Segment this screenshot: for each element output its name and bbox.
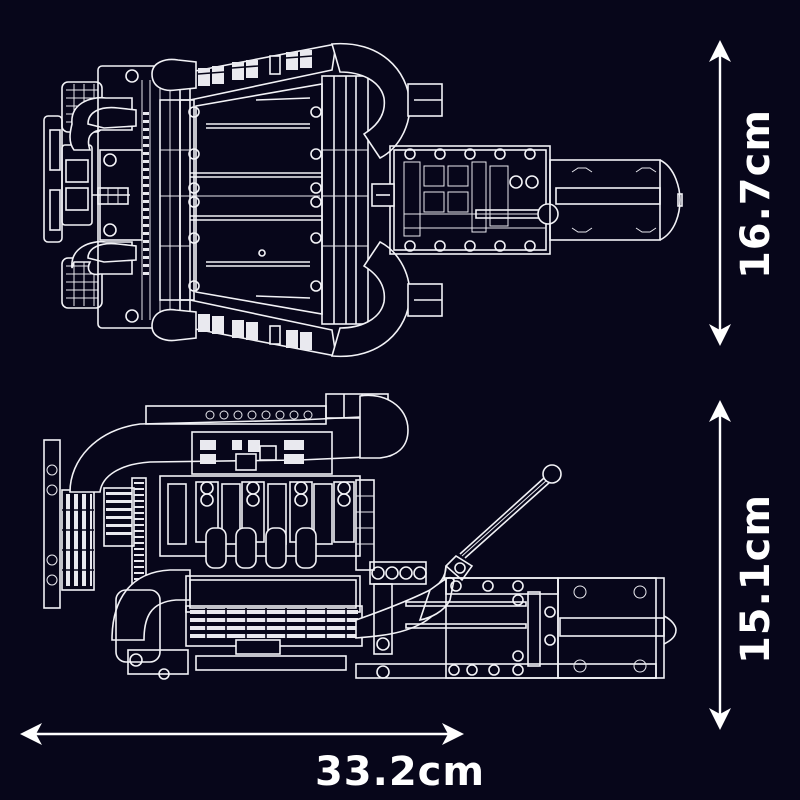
top-view-height-label: 16.7cm — [733, 108, 779, 280]
dimension-arrow-length — [20, 723, 464, 745]
intake-plenum — [179, 83, 323, 315]
cylinder-heads-side — [159, 475, 375, 571]
gearbox-side — [355, 577, 677, 679]
side-view-height-label: 15.1cm — [733, 493, 779, 665]
exhaust-upper — [330, 42, 443, 160]
dimension-arrow-top-height — [709, 40, 731, 346]
front-pulley-assembly — [43, 115, 130, 243]
gear-cluster-side — [369, 561, 427, 679]
manifold-side — [191, 431, 333, 475]
top-view-engine — [43, 42, 683, 358]
exhaust-lower — [330, 240, 443, 358]
dimension-arrow-side-height — [709, 400, 731, 730]
front-turbo-upper — [61, 81, 137, 151]
cylinder-bank-lower — [151, 299, 337, 357]
crankcase-side — [111, 569, 363, 680]
clutch-housing-top — [549, 159, 683, 241]
gearbox-top — [371, 145, 559, 255]
rear-block — [321, 75, 369, 325]
side-view-engine — [43, 393, 677, 680]
front-turbo-lower — [61, 240, 137, 309]
overall-length-label: 33.2cm — [314, 749, 486, 795]
